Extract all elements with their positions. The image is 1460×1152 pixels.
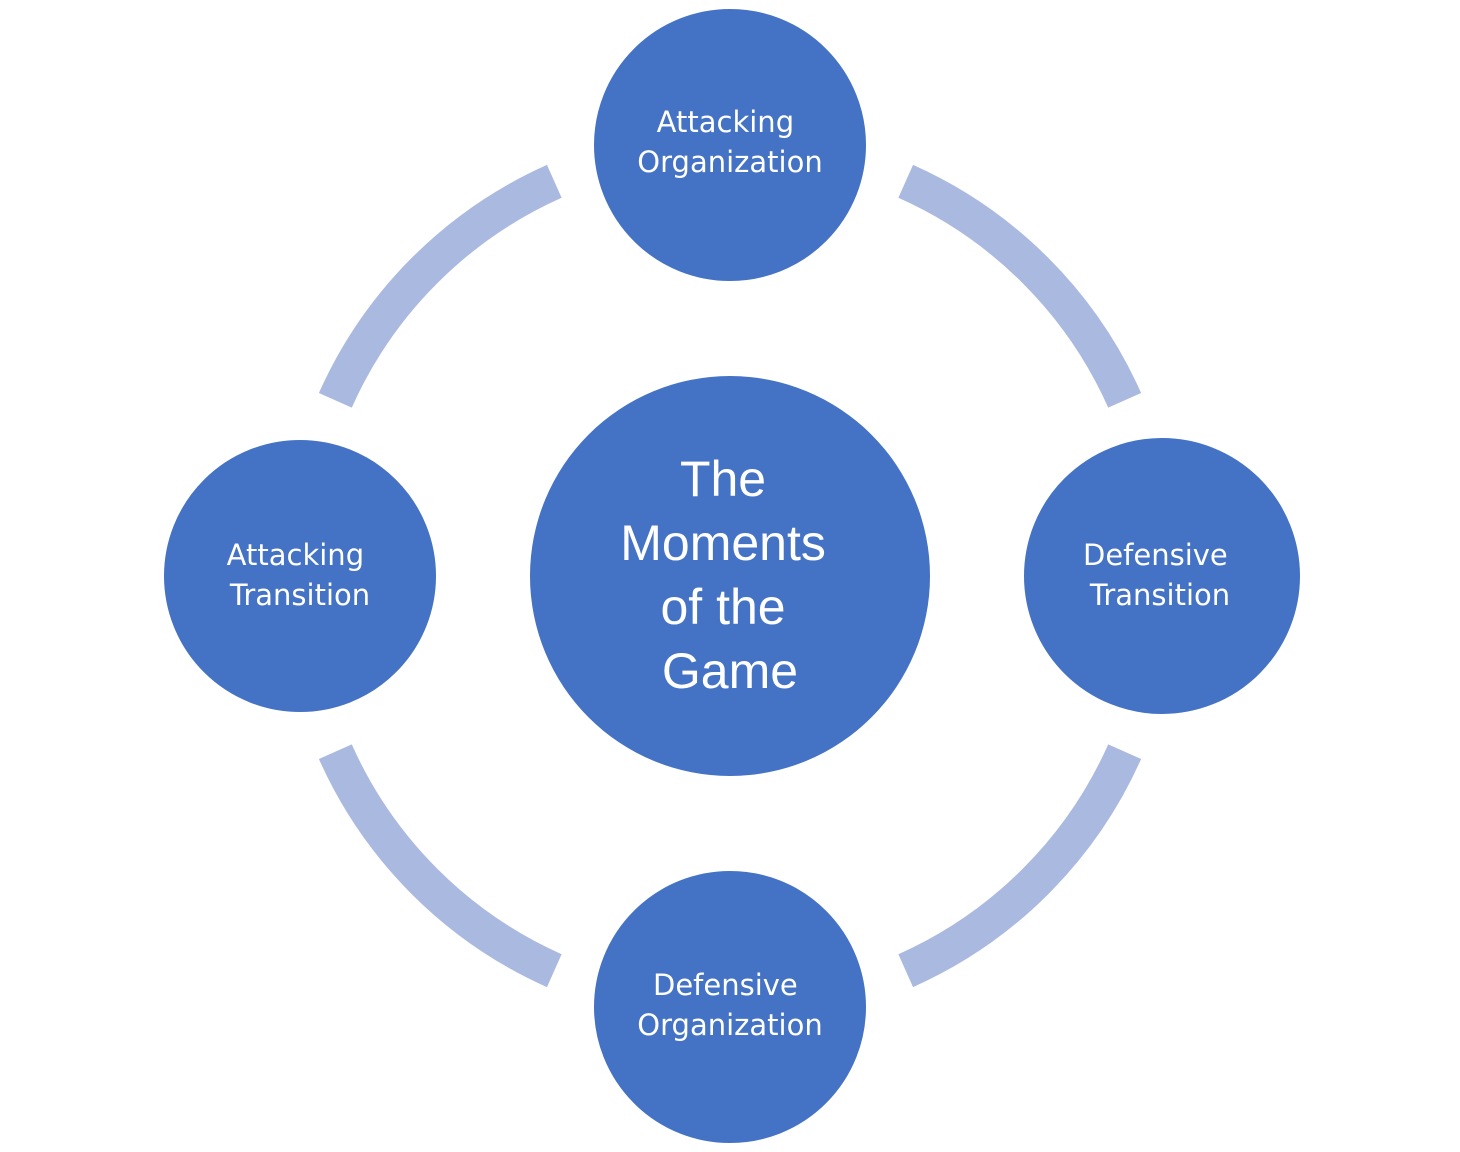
node-label-line: Transition xyxy=(1089,578,1230,612)
center-label: The Moments of the Game xyxy=(620,451,840,699)
node-circle xyxy=(590,5,870,285)
node-label-line: Organization xyxy=(637,145,822,179)
center-label-line: The xyxy=(680,451,766,507)
node-defensive-organization: Defensive Organization xyxy=(590,867,870,1147)
node-label: Attacking Transition xyxy=(227,538,374,612)
node-label-line: Defensive xyxy=(1083,538,1228,572)
node-attacking-organization: Attacking Organization xyxy=(590,5,870,285)
ring-arc xyxy=(318,744,562,988)
node-label-line: Organization xyxy=(637,1008,822,1042)
node-label-line: Defensive xyxy=(653,968,798,1002)
center-label-line: of the xyxy=(660,579,785,635)
node-label-line: Attacking xyxy=(227,538,364,572)
ring-arc xyxy=(318,164,562,408)
node-label: Defensive Transition xyxy=(1083,538,1237,612)
ring-arc xyxy=(898,164,1142,408)
node-label-line: Transition xyxy=(229,578,370,612)
center-node: The Moments of the Game xyxy=(530,376,930,776)
node-attacking-transition: Attacking Transition xyxy=(160,436,440,716)
node-label: Defensive Organization xyxy=(637,968,822,1042)
node-circle xyxy=(1020,434,1304,718)
center-label-line: Moments xyxy=(620,515,826,571)
node-defensive-transition: Defensive Transition xyxy=(1020,434,1304,718)
ring-connectors xyxy=(318,164,1142,988)
ring-arc xyxy=(898,744,1142,988)
center-label-line: Game xyxy=(662,643,798,699)
node-label-line: Attacking xyxy=(657,105,794,139)
node-circle xyxy=(160,436,440,716)
node-label: Attacking Organization xyxy=(637,105,822,179)
satellite-nodes: Attacking Organization Defensive Transit… xyxy=(160,5,1304,1147)
node-circle xyxy=(590,867,870,1147)
center-circle xyxy=(530,376,930,776)
